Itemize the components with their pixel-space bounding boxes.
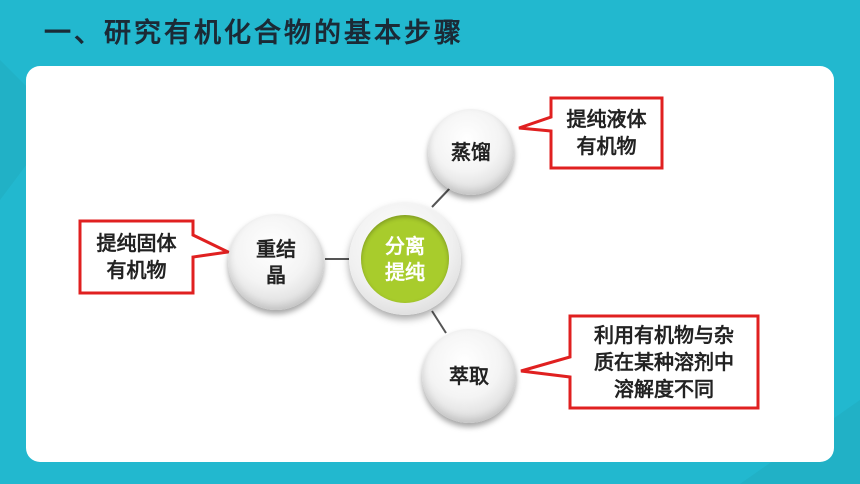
center-line1: 分离 bbox=[385, 234, 425, 258]
connector-bottom bbox=[431, 310, 447, 334]
callout-top-line1: 提纯液体 bbox=[566, 107, 647, 131]
callout-bottom-line2: 质在某种溶剂中 bbox=[594, 349, 734, 374]
callout-bottom-line3: 溶解度不同 bbox=[614, 376, 714, 401]
connector-top bbox=[431, 185, 453, 208]
callout-left-frame bbox=[78, 219, 234, 295]
callout-bottom-text: 利用有机物与杂 质在某种溶剂中 溶解度不同 bbox=[572, 318, 756, 406]
node-bottom-extraction: 萃取 bbox=[422, 329, 516, 423]
node-top-distillation: 蒸馏 bbox=[428, 109, 514, 195]
node-left-recrystallization: 重结 晶 bbox=[228, 214, 324, 310]
callout-left-line1: 提纯固体 bbox=[96, 231, 177, 255]
node-left-line1: 重结 bbox=[256, 237, 296, 261]
node-left-line2: 晶 bbox=[266, 263, 286, 287]
node-bottom-label: 萃取 bbox=[449, 364, 489, 388]
node-top-label: 蒸馏 bbox=[451, 140, 491, 164]
callout-bottom-line1: 利用有机物与杂 bbox=[594, 322, 734, 347]
callout-top-line2: 有机物 bbox=[576, 134, 637, 158]
callout-top-frame bbox=[518, 96, 664, 170]
page-title: 一、研究有机化合物的基本步骤 bbox=[44, 18, 464, 49]
callout-bottom-frame bbox=[520, 314, 760, 410]
callout-top-text: 提纯液体 有机物 bbox=[553, 100, 660, 166]
center-node: 分离 提纯 bbox=[361, 215, 449, 303]
center-line2: 提纯 bbox=[385, 260, 425, 284]
callout-left-line2: 有机物 bbox=[106, 258, 167, 282]
callout-left-text: 提纯固体 有机物 bbox=[82, 223, 191, 291]
